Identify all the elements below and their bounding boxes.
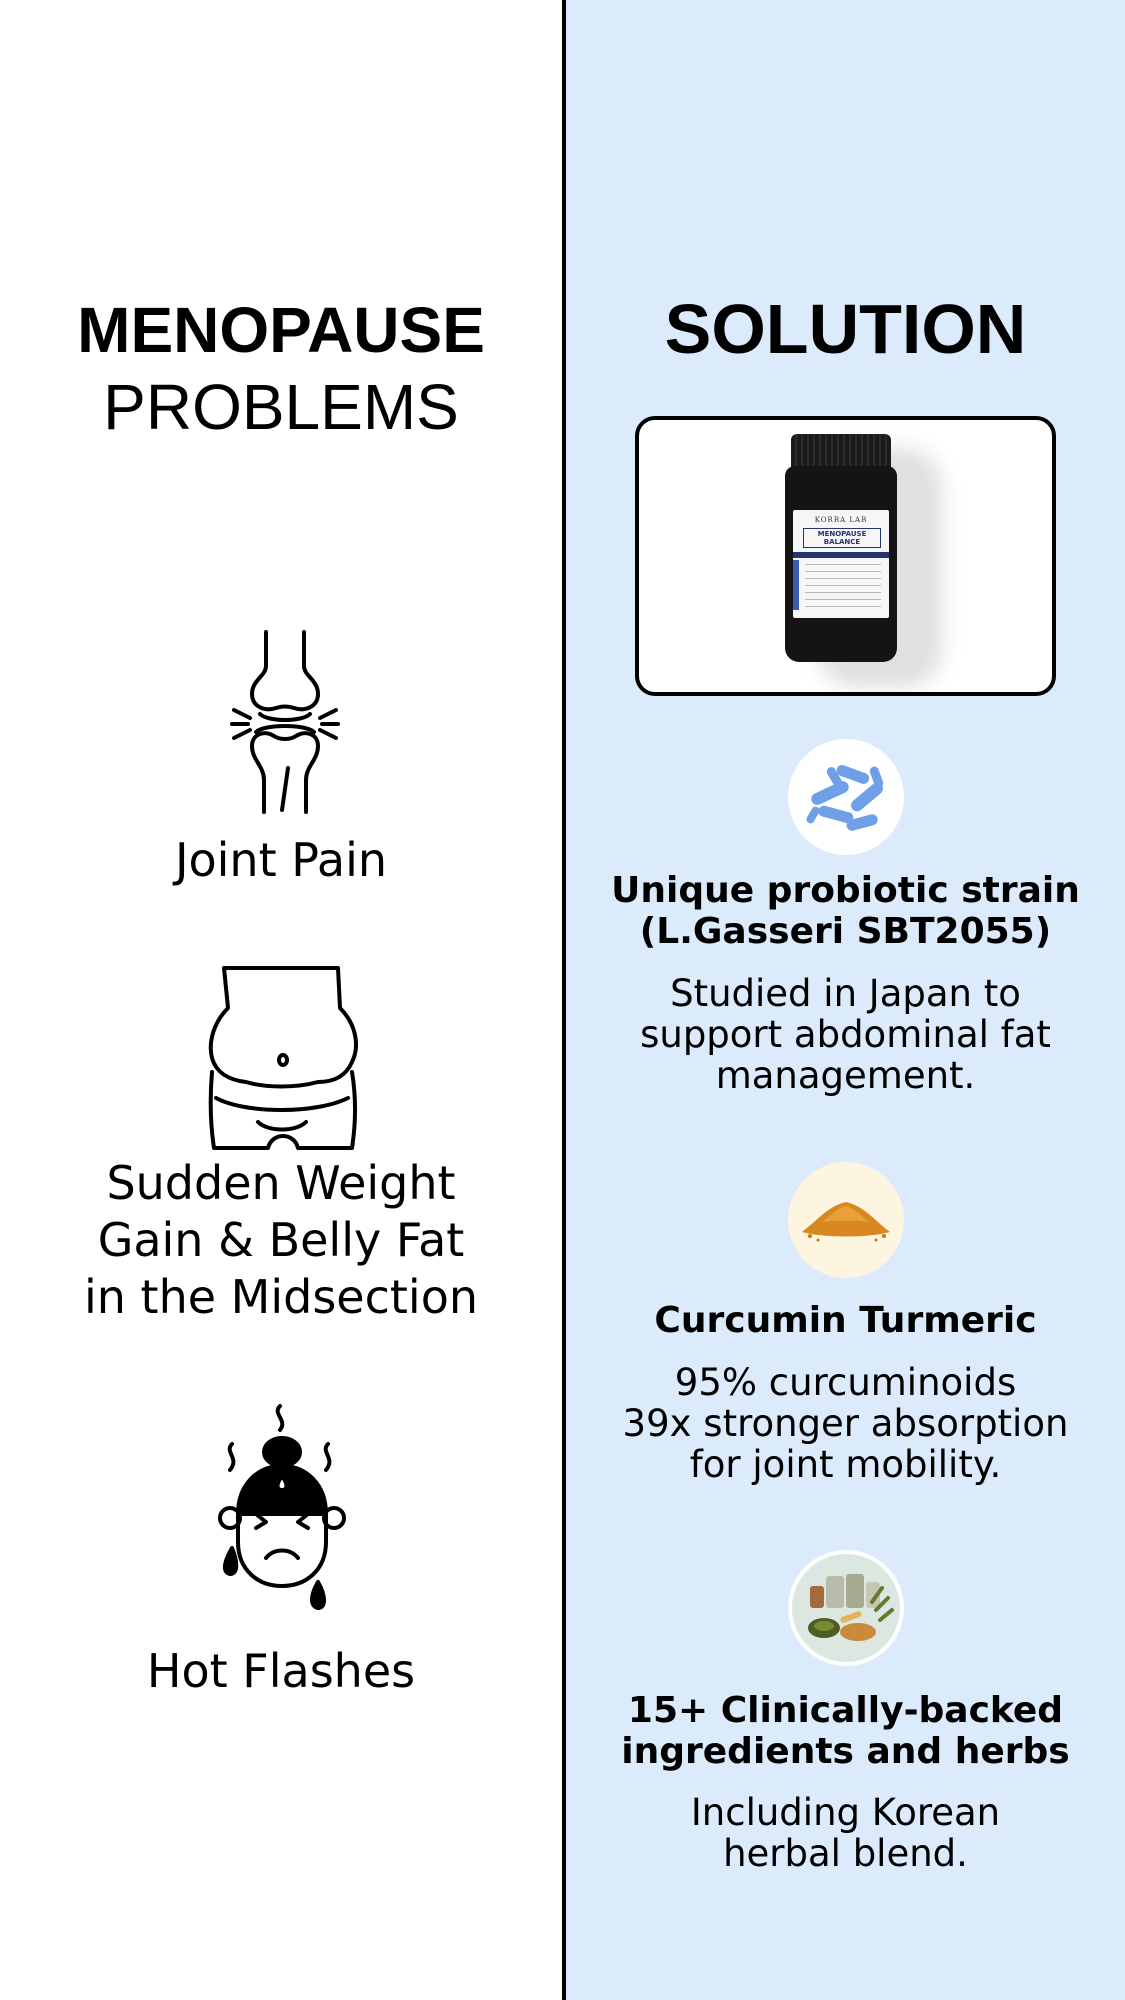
label-side-strip [793, 560, 799, 610]
solution-heading: SOLUTION [664, 290, 1027, 368]
problem-label-line: Joint Pain [174, 833, 388, 887]
problem-label-line: in the Midsection [83, 1270, 478, 1324]
knee-joint-icon [230, 630, 340, 814]
bottle-label: KORRA LAB MENOPAUSE BALANCE [793, 510, 889, 618]
product-image-card: KORRA LAB MENOPAUSE BALANCE [635, 416, 1056, 696]
problem-label-joint-pain: Joint Pain [0, 832, 562, 889]
product-name-box: MENOPAUSE BALANCE [803, 528, 881, 548]
benefit-desc-line: herbal blend. [723, 1832, 968, 1875]
product-name-line: MENOPAUSE [817, 530, 867, 538]
benefit-desc-herbs: Including Korean herbal blend. [566, 1792, 1125, 1874]
problem-label-weight-gain: Sudden Weight Gain & Belly Fat in the Mi… [0, 1155, 562, 1326]
problems-panel [0, 0, 562, 2000]
belly-fat-icon [208, 966, 358, 1150]
turmeric-powder-icon [802, 1202, 890, 1242]
label-text-lines [805, 564, 881, 608]
probiotic-badge [788, 739, 904, 855]
benefit-desc-probiotic: Studied in Japan to support abdominal fa… [566, 973, 1125, 1096]
benefit-title-line: Curcumin Turmeric [654, 1300, 1037, 1341]
problem-label-hot-flashes: Hot Flashes [0, 1643, 562, 1700]
benefit-desc-line: support abdominal fat [640, 1013, 1051, 1056]
benefit-desc-line: Studied in Japan to [670, 972, 1021, 1015]
benefit-desc-line: Including Korean [690, 1791, 1001, 1834]
probiotic-bacteria-icon [806, 765, 884, 831]
benefit-desc-turmeric: 95% curcuminoids 39x stronger absorption… [566, 1362, 1125, 1485]
benefit-title-line: (L.Gasseri SBT2055) [639, 911, 1052, 952]
problem-label-line: Gain & Belly Fat [97, 1213, 465, 1267]
center-divider [562, 0, 566, 2000]
problem-label-line: Sudden Weight [106, 1156, 456, 1210]
benefit-title-line: 15+ Clinically-backed [627, 1690, 1064, 1731]
benefit-title-line: Unique probiotic strain [611, 870, 1080, 911]
benefit-desc-line: 39x stronger absorption [622, 1402, 1069, 1445]
hot-flash-woman-icon [218, 1404, 346, 1610]
benefit-desc-line: 95% curcuminoids [674, 1361, 1017, 1404]
turmeric-badge [788, 1162, 904, 1278]
herbal-ingredients-icon [792, 1554, 900, 1662]
benefit-title-herbs: 15+ Clinically-backed ingredients and he… [566, 1690, 1125, 1772]
problems-heading-light: PROBLEMS [103, 371, 459, 443]
benefit-title-line: ingredients and herbs [621, 1731, 1070, 1772]
solution-panel [566, 0, 1125, 2000]
product-name-line: BALANCE [823, 538, 861, 546]
benefit-desc-line: management. [715, 1054, 976, 1097]
benefit-desc-line: for joint mobility. [689, 1443, 1002, 1486]
label-band [793, 552, 889, 558]
problems-heading: MENOPAUSE PROBLEMS [0, 298, 562, 439]
benefit-title-turmeric: Curcumin Turmeric [566, 1300, 1125, 1341]
problem-label-line: Hot Flashes [146, 1644, 416, 1698]
herbs-badge [788, 1550, 904, 1666]
problems-heading-bold: MENOPAUSE [77, 294, 485, 366]
bottle-body: KORRA LAB MENOPAUSE BALANCE [785, 466, 897, 662]
bottle-cap [791, 434, 891, 468]
benefit-title-probiotic: Unique probiotic strain (L.Gasseri SBT20… [566, 870, 1125, 952]
brand-label: KORRA LAB [814, 516, 868, 524]
